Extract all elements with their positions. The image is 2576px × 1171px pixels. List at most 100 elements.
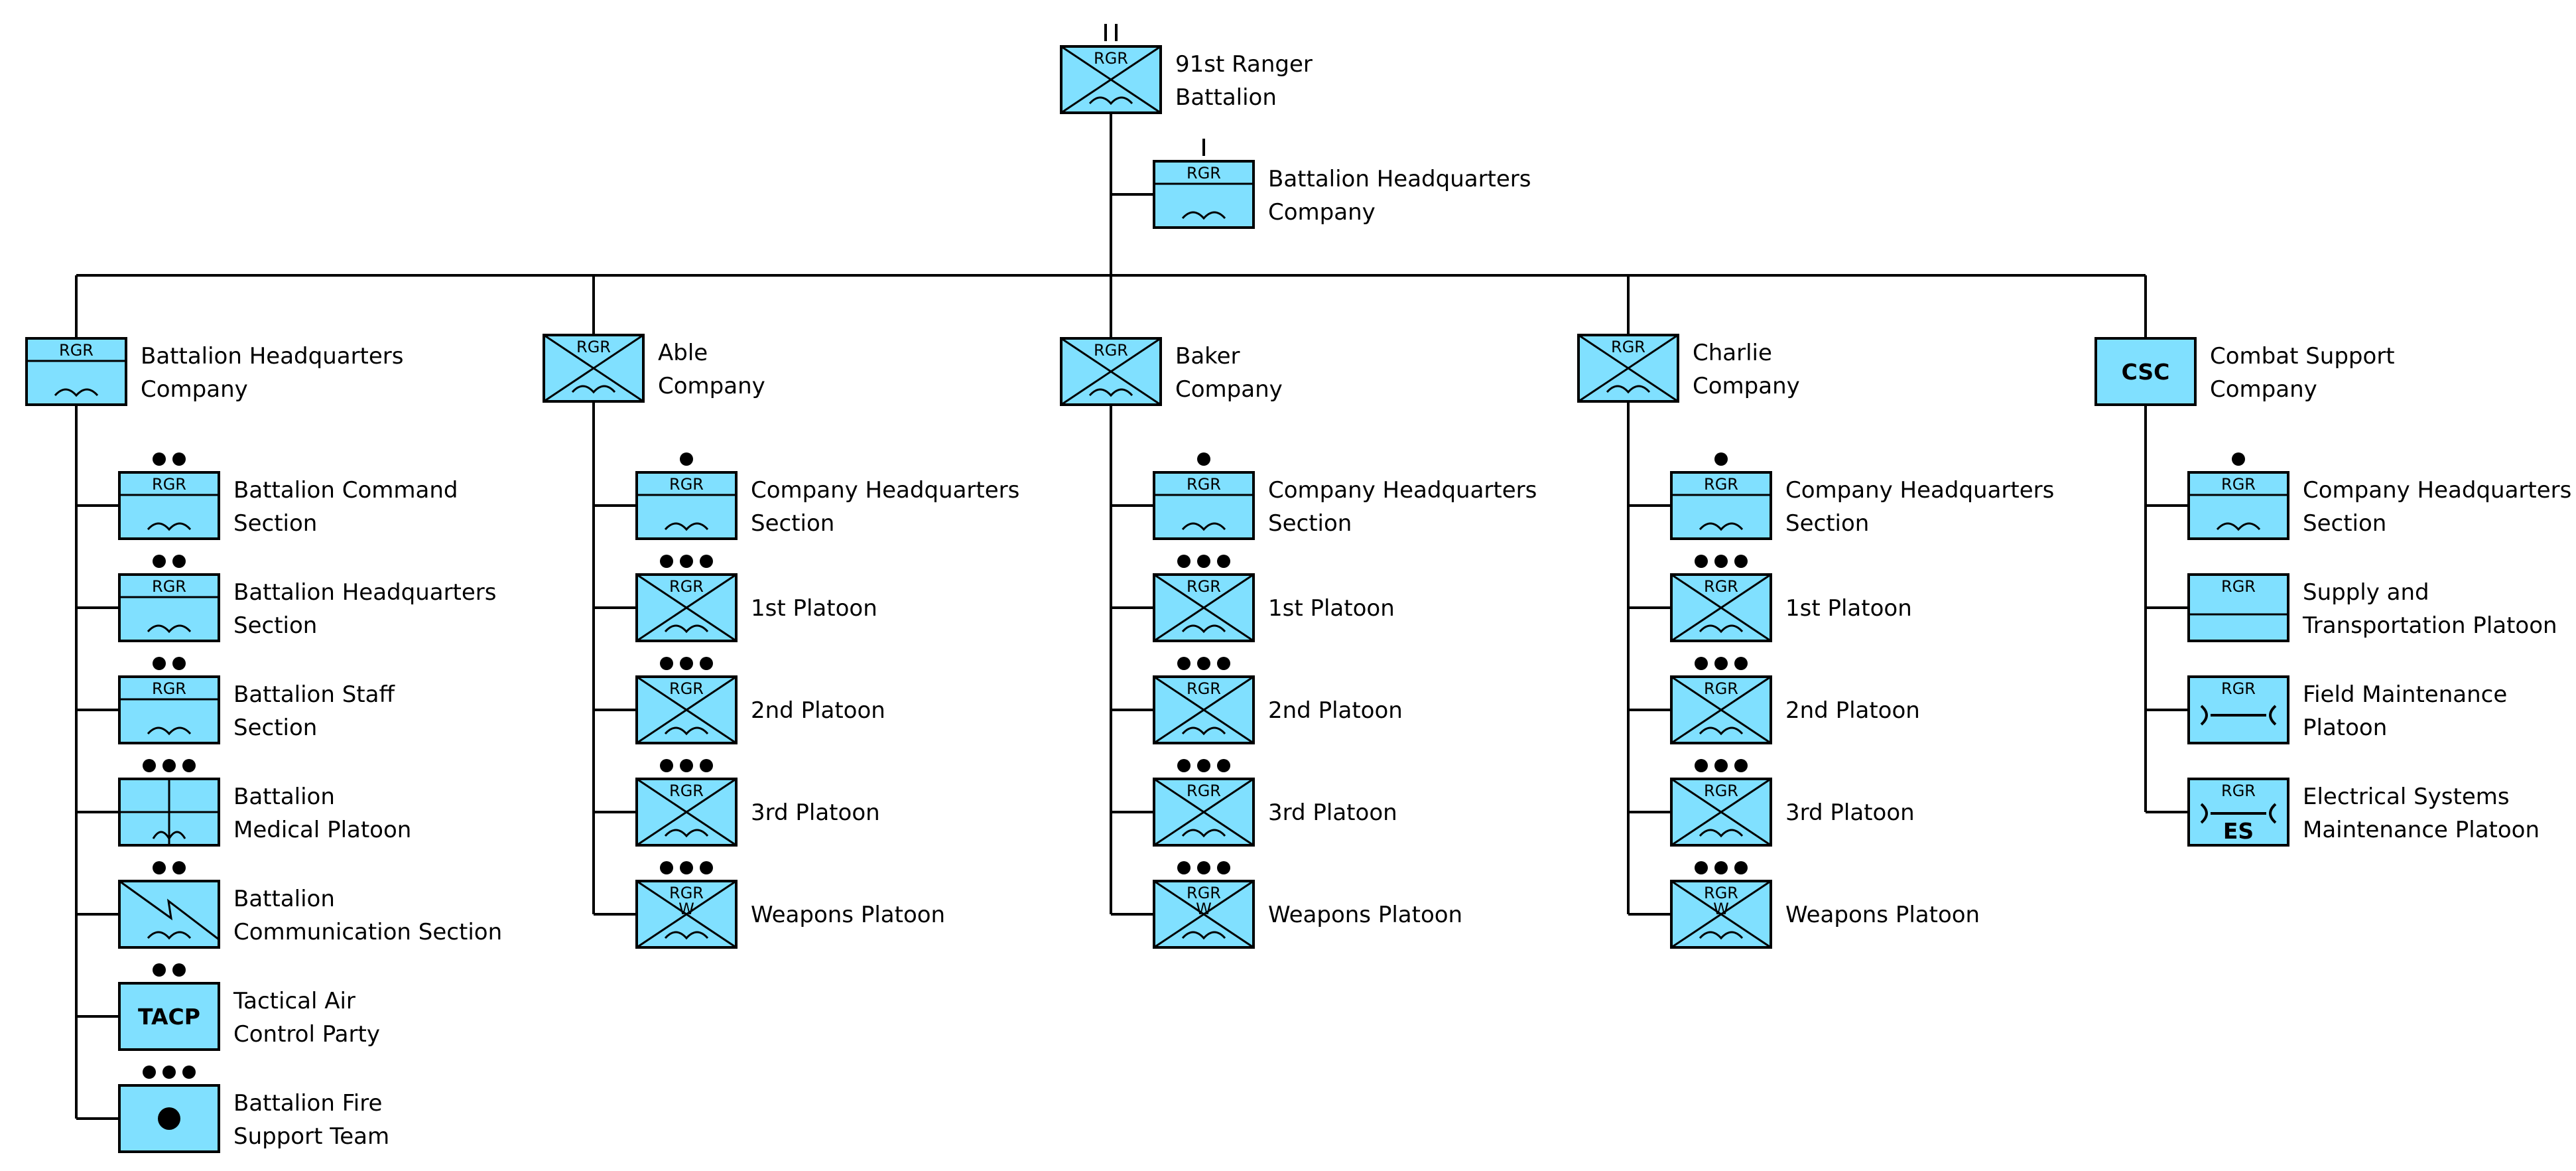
echelon-text: ••	[168, 669, 170, 671]
echelon-dot	[680, 452, 693, 466]
echelon-text: ••	[168, 567, 170, 569]
infantry-cross	[1578, 334, 1679, 403]
infantry-cross	[1671, 675, 1771, 744]
unit-symbol-icon: •RGR	[635, 452, 738, 540]
unit-symbol-icon: •••RGR	[1670, 657, 1772, 744]
echelon-mark: •••	[1695, 861, 1748, 874]
ranger-arc-icon	[2216, 522, 2261, 531]
symbol-text: RGR	[1704, 884, 1738, 902]
unit-symbol-icon: ••RGR	[118, 657, 220, 744]
fire-support-dot-icon	[158, 1107, 180, 1130]
symbol-text: RGR	[1187, 577, 1221, 596]
echelon-mark: ••	[153, 657, 186, 671]
echelon-dot	[172, 861, 186, 874]
unit-label: 2nd Platoon	[751, 697, 885, 724]
ranger-arc-icon	[1088, 388, 1133, 397]
symbol-text: RGR	[669, 782, 704, 800]
unit-label-line: 2nd Platoon	[751, 697, 885, 724]
unit-label-line: Battalion Headquarters	[233, 579, 497, 606]
symbol-text: RGR	[669, 884, 704, 902]
ranger-arc-icon	[54, 388, 99, 397]
unit-label-line: Field Maintenance	[2303, 681, 2507, 708]
echelon-dot	[1734, 861, 1748, 874]
unit-label-line: Company	[2210, 376, 2317, 403]
echelon-text: II	[1111, 39, 1112, 40]
unit-label-line: Charlie	[1693, 340, 1772, 366]
symbol-text: RGR	[2221, 782, 2256, 800]
echelon-mark: I	[1627, 312, 1630, 330]
echelon-text: ••	[168, 976, 170, 977]
ranger-arc-icon	[1699, 829, 1744, 838]
unit-label: 1st Platoon	[1268, 595, 1395, 622]
unit-symbol-icon: •••RGR	[1153, 759, 1255, 847]
echelon-mark: I	[1110, 316, 1112, 333]
echelon-dot	[172, 555, 186, 568]
unit-label-line: Company Headquarters	[1268, 477, 1537, 504]
echelon-mark: •	[680, 452, 693, 466]
echelon-dot	[1714, 759, 1728, 772]
echelon-mark: ••	[153, 452, 186, 466]
ranger-arc-icon	[664, 726, 709, 736]
unit-symbol-icon: •••	[118, 759, 220, 847]
unit-label-line: Company	[1693, 373, 1800, 399]
maintenance-icon	[2200, 705, 2277, 726]
ranger-arc-icon	[1699, 931, 1744, 940]
ranger-arc-icon	[1181, 829, 1226, 838]
symbol-text: RGR	[1611, 338, 1645, 356]
echelon-text: ••	[168, 465, 170, 466]
echelon-mark: •••	[660, 861, 713, 874]
symbol-subtext: W	[1713, 900, 1729, 918]
infantry-cross	[1153, 573, 1254, 642]
echelon-dot	[1177, 657, 1191, 670]
echelon-dot	[1714, 657, 1728, 670]
symbol-frame	[2094, 337, 2197, 406]
unit-label: 1st Platoon	[1785, 595, 1912, 622]
echelon-dot	[660, 759, 673, 772]
echelon-dot	[172, 963, 186, 977]
echelon-dot	[1217, 657, 1230, 670]
echelon-mark: •••	[1177, 861, 1230, 874]
echelon-text: ••	[168, 874, 170, 875]
unit-symbol-icon: ••RGR	[118, 452, 220, 540]
unit-label-line: Section	[751, 510, 834, 537]
unit-label-line: Battalion Headquarters	[141, 343, 404, 370]
echelon-dot	[680, 759, 693, 772]
unit-symbol-icon: •RGR	[1670, 452, 1772, 540]
symbol-frame	[1153, 471, 1255, 540]
echelon-dot	[1217, 555, 1230, 568]
symbol-frame	[118, 471, 220, 540]
echelon-dot	[2232, 452, 2245, 466]
echelon-dot	[1695, 657, 1708, 670]
infantry-cross	[1153, 778, 1254, 847]
ranger-arc-icon	[1088, 96, 1133, 105]
symbol-text: RGR	[59, 341, 94, 360]
echelon-dot	[1734, 657, 1748, 670]
symbol-text: RGR	[152, 577, 186, 596]
symbol-text: RGR	[1704, 679, 1738, 698]
unit-symbol-icon: •••RGR	[635, 657, 738, 744]
ranger-arc-icon	[152, 831, 186, 841]
ranger-arc-icon	[1699, 726, 1744, 736]
infantry-cross	[1671, 573, 1771, 642]
maintenance-icon	[2200, 803, 2277, 824]
unit-symbol-icon: •RGR	[1153, 452, 1255, 540]
